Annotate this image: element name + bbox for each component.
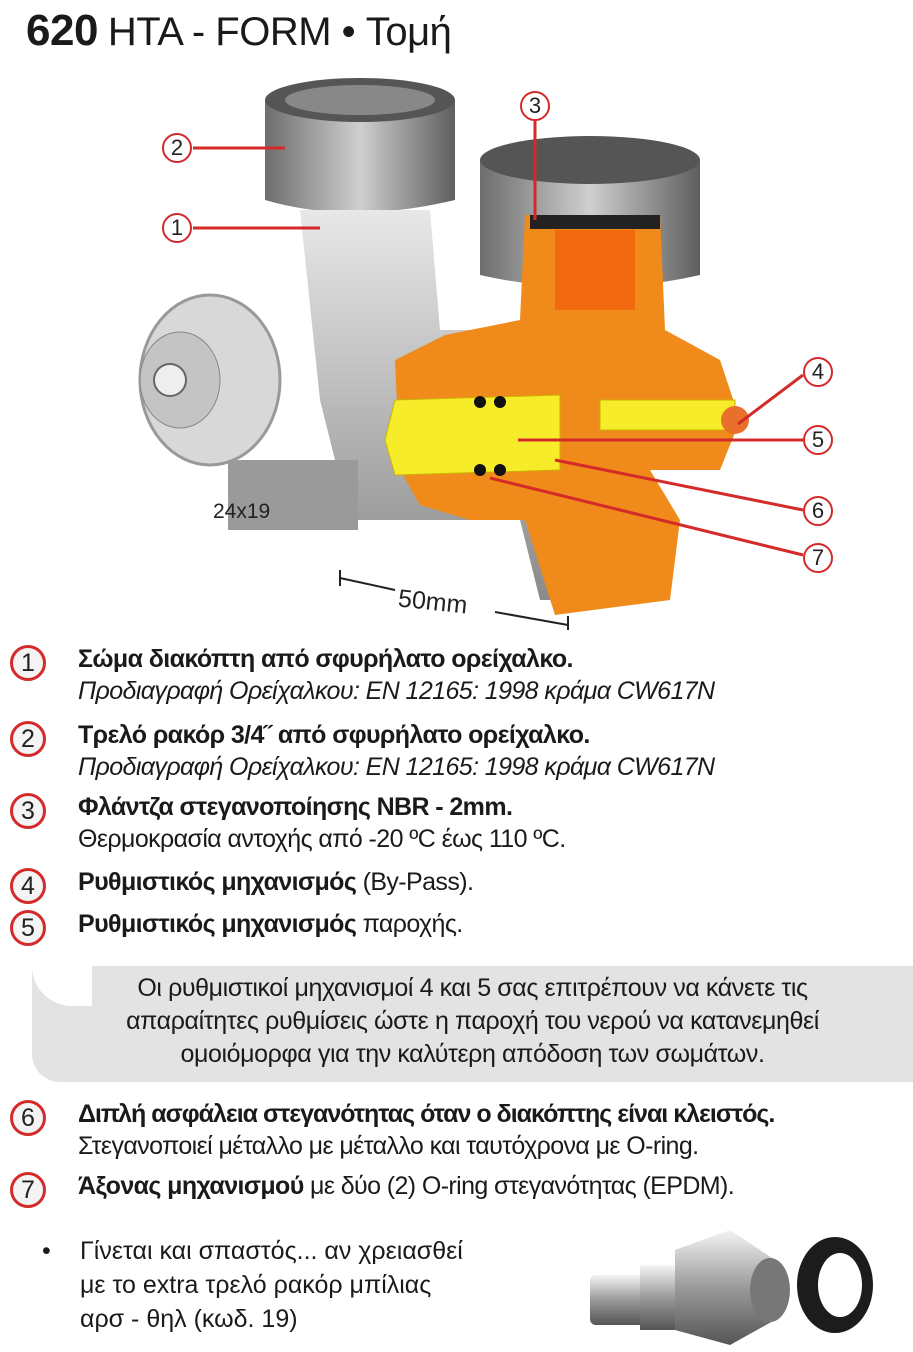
note-box: [32, 966, 913, 1082]
callout-5: 5: [803, 425, 833, 455]
ball-union-fitting-photo: [590, 1230, 873, 1345]
gasket: [530, 215, 660, 229]
item-number: 7: [10, 1172, 46, 1208]
item-title: Φλάντζα στεγανοποίησης NBR - 2mm.: [78, 793, 513, 821]
note-line: Οι ρυθμιστικοί μηχανισμοί 4 και 5 σας επ…: [137, 974, 808, 1002]
item-number: 4: [10, 868, 46, 904]
item-detail: Στεγανοποιεί μέταλλο με μέταλλο και ταυτ…: [78, 1132, 699, 1160]
item-detail: Προδιαγραφή Ορείχαλκου: EN 12165: 1998 κ…: [78, 753, 715, 781]
item-number: 2: [10, 721, 46, 757]
item-title: Ρυθμιστικός μηχανισμός: [78, 868, 357, 896]
bullet-note: • Γίνεται και σπαστός... αν χρειασθεί με…: [42, 1234, 463, 1336]
bullet-line: με το extra τρελό ρακόρ μπίλιας: [80, 1271, 432, 1299]
item-title: Διπλή ασφάλεια στεγανότητας όταν ο διακό…: [78, 1100, 775, 1128]
leader-lines: [193, 120, 804, 557]
brass-cutaway: [395, 215, 740, 615]
bullet-line: αρσ - θηλ (κωδ. 19): [80, 1305, 298, 1333]
callout-3: 3: [520, 91, 550, 121]
item-detail: Θερμοκρασία αντοχής από -20 ºC έως 110 º…: [78, 825, 566, 853]
item-number: 1: [10, 645, 46, 681]
bullet-icon: •: [42, 1237, 51, 1265]
dimension-line: [339, 570, 569, 630]
callout-4: 4: [803, 357, 833, 387]
item-suffix: (By-Pass).: [356, 868, 474, 896]
item-detail: Προδιαγραφή Ορείχαλκου: EN 12165: 1998 κ…: [78, 677, 715, 705]
item-number: 5: [10, 910, 46, 946]
valve-cutaway-illustration: [138, 78, 804, 630]
item-title: Άξονας μηχανισμού: [78, 1172, 304, 1200]
callout-2: 2: [162, 133, 192, 163]
spindle: [384, 394, 561, 476]
model-number: 620: [26, 6, 98, 55]
note-text: Οι ρυθμιστικοί μηχανισμοί 4 και 5 σας επ…: [32, 972, 913, 1071]
callout-6: 6: [803, 496, 833, 526]
callout-1: 1: [162, 213, 192, 243]
item-suffix: παροχής.: [356, 910, 464, 938]
note-line: απαραίτητες ρυθμίσεις ώστε η παροχή του …: [126, 1007, 819, 1035]
item-title: Τρελό ρακόρ 3/4˝ από σφυρήλατο ορείχαλκο…: [78, 721, 590, 749]
item-number: 3: [10, 793, 46, 829]
model-name: HTA - FORM • Τομή: [107, 10, 452, 54]
note-line: ομοιόμορφα για την καλύτερη απόδοση των …: [180, 1040, 765, 1068]
callout-7: 7: [803, 543, 833, 573]
item-suffix: με δύο (2) O-ring στεγανότητας (EPDM).: [303, 1172, 735, 1200]
item-title: Σώμα διακόπτη από σφυρήλατο ορείχαλκο.: [78, 645, 573, 673]
bullet-line: Γίνεται και σπαστός... αν χρειασθεί: [80, 1237, 463, 1265]
item-number: 6: [10, 1100, 46, 1136]
item-title: Ρυθμιστικός μηχανισμός: [78, 910, 357, 938]
size-label: 24x19: [213, 500, 271, 523]
